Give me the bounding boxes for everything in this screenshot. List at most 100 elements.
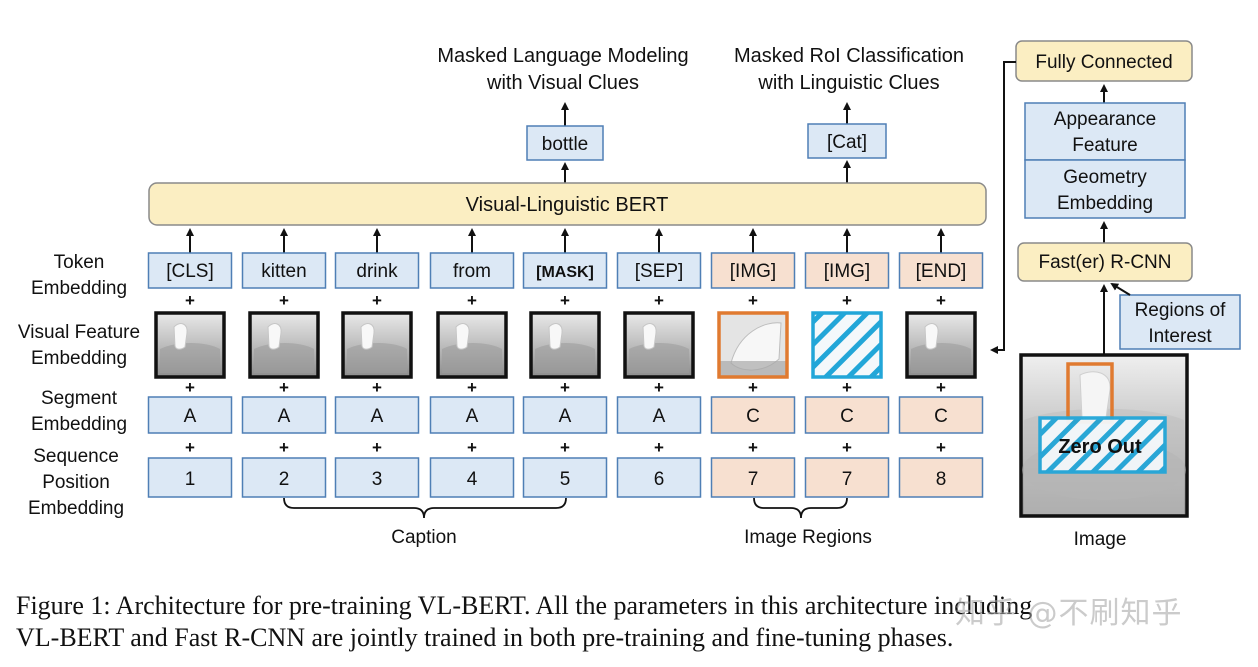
- plus-sign: +: [560, 378, 570, 397]
- segment-box: [804, 396, 890, 434]
- position-label: 6: [654, 469, 665, 490]
- plus-sign: +: [654, 378, 664, 397]
- position-label: 1: [185, 469, 196, 490]
- plus-sign: +: [467, 291, 477, 310]
- visual-row-label-line2: Embedding: [31, 348, 127, 369]
- plus-sign: +: [279, 438, 289, 457]
- position-label: 2: [279, 469, 290, 490]
- bert-label: Visual-Linguistic BERT: [466, 194, 669, 216]
- token-label: [IMG]: [824, 261, 870, 282]
- segment-label: C: [934, 406, 948, 427]
- plus-sign: +: [279, 291, 289, 310]
- image-thumbnail: [436, 311, 508, 379]
- bottle-label: bottle: [542, 134, 588, 155]
- column-8: [IMG]+++C7: [804, 228, 890, 498]
- plus-sign: +: [936, 378, 946, 397]
- plus-sign: +: [372, 438, 382, 457]
- position-row-label-line2: Position: [42, 472, 110, 493]
- mrc-title-line2: with Linguistic Clues: [757, 72, 939, 94]
- watermark: 知乎 @不刷知乎: [955, 596, 1183, 631]
- token-box: [804, 252, 890, 289]
- column-1: [CLS]+++A1: [147, 228, 233, 498]
- position-box: [804, 457, 890, 498]
- bert-block: [148, 182, 987, 226]
- plus-sign: +: [185, 438, 195, 457]
- column-5: [MASK]+++A5: [522, 228, 608, 498]
- image-regions-group-label: Image Regions: [744, 527, 872, 548]
- segment-box: [898, 396, 984, 434]
- plus-sign: +: [372, 291, 382, 310]
- segment-label: A: [371, 406, 384, 427]
- column-7: [IMG]+++C7: [710, 228, 796, 498]
- token-label: [MASK]: [536, 264, 594, 281]
- position-row-label-line1: Sequence: [33, 446, 119, 467]
- mrc-title-line1: Masked RoI Classification: [734, 45, 964, 67]
- feature-feedback-arrow: [990, 61, 1016, 354]
- segment-row-label-line2: Embedding: [31, 414, 127, 435]
- image-thumbnail: [341, 311, 413, 379]
- rcnn-label: Fast(er) R-CNN: [1039, 252, 1172, 273]
- plus-sign: +: [467, 438, 477, 457]
- image-thumbnail: [529, 311, 601, 379]
- plus-sign: +: [279, 378, 289, 397]
- column-2: kitten+++A2: [241, 228, 327, 498]
- token-box: [898, 252, 984, 289]
- segment-box: [522, 396, 608, 434]
- fully-connected-label: Fully Connected: [1035, 52, 1172, 73]
- position-box: [616, 457, 702, 498]
- plus-sign: +: [748, 291, 758, 310]
- position-label: 4: [467, 469, 478, 490]
- position-box: [429, 457, 515, 498]
- position-box: [334, 457, 420, 498]
- plus-sign: +: [185, 378, 195, 397]
- image-thumbnail: [623, 311, 695, 379]
- token-label: [END]: [916, 261, 967, 282]
- segment-label: A: [653, 406, 666, 427]
- caption-line-1: Figure 1: Architecture for pre-training …: [16, 591, 1033, 620]
- segment-label: A: [466, 406, 479, 427]
- caption-group-label: Caption: [391, 527, 457, 548]
- plus-sign: +: [654, 291, 664, 310]
- zero-out-label: Zero Out: [1058, 436, 1142, 458]
- token-box: [334, 252, 420, 289]
- input-image: Zero Out: [1019, 353, 1189, 518]
- token-label: [SEP]: [635, 261, 684, 282]
- position-box: [710, 457, 796, 498]
- mlm-title-line1: Masked Language Modeling: [437, 45, 688, 67]
- geometry-embedding-line2: Embedding: [1057, 193, 1153, 214]
- plus-sign: +: [372, 378, 382, 397]
- token-box: [710, 252, 796, 289]
- bottle-box: [526, 125, 604, 161]
- mlm-title-line2: with Visual Clues: [486, 72, 639, 94]
- masked-roi-thumbnail: [811, 311, 883, 379]
- segment-label: C: [746, 406, 760, 427]
- position-box: [147, 457, 233, 498]
- plus-sign: +: [560, 291, 570, 310]
- token-label: from: [453, 261, 491, 282]
- token-box: [522, 252, 608, 289]
- plus-sign: +: [748, 438, 758, 457]
- segment-label: A: [278, 406, 291, 427]
- position-label: 5: [560, 469, 571, 490]
- image-label: Image: [1074, 529, 1127, 550]
- segment-label: A: [559, 406, 572, 427]
- token-label: [IMG]: [730, 261, 776, 282]
- segment-row-label-line1: Segment: [41, 388, 118, 409]
- cat-label: [Cat]: [827, 132, 867, 153]
- plus-sign: +: [467, 378, 477, 397]
- token-box: [241, 252, 327, 289]
- segment-label: C: [840, 406, 854, 427]
- image-regions-brace: [753, 497, 848, 519]
- token-row-label-line2: Embedding: [31, 278, 127, 299]
- segment-label: A: [184, 406, 197, 427]
- plus-sign: +: [654, 438, 664, 457]
- column-6: [SEP] + + + A 6: [616, 228, 702, 498]
- plus-sign: +: [936, 438, 946, 457]
- arrow-roi-to-rcnn: [1110, 282, 1131, 296]
- column-4: from + + + A 4: [429, 228, 515, 498]
- position-label: 7: [748, 469, 759, 490]
- token-label: [CLS]: [166, 261, 214, 282]
- roi-box: [1119, 294, 1241, 350]
- token-box: [616, 252, 702, 289]
- plus-sign: +: [936, 291, 946, 310]
